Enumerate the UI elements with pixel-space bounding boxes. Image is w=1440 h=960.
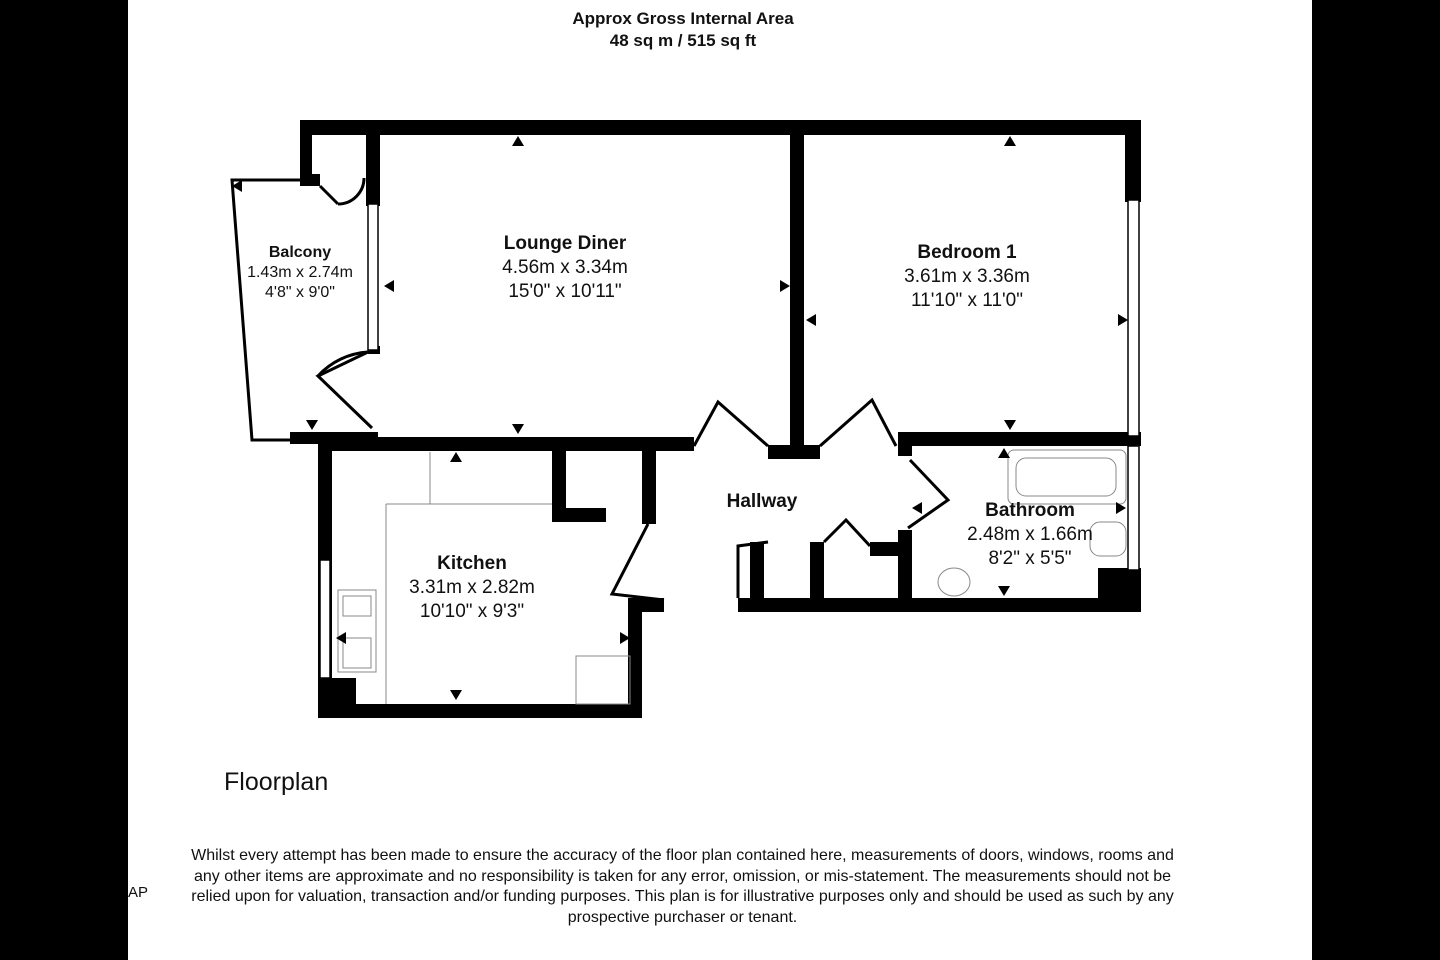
kitchen-bottom-wall bbox=[318, 704, 642, 718]
drainer bbox=[342, 595, 372, 617]
lounge-left-wall-upper bbox=[366, 130, 380, 178]
bathroom-bottom-arrow bbox=[998, 586, 1010, 596]
lounge-balcony-door bbox=[315, 350, 374, 430]
lounge-top-arrow bbox=[512, 136, 524, 146]
bedroom-top-arrow bbox=[1004, 136, 1016, 146]
balcony-door-frame-wall bbox=[300, 120, 312, 182]
kitchen-window bbox=[319, 559, 331, 679]
lounge-left-wall-stub bbox=[366, 178, 380, 206]
disclaimer: Whilst every attempt has been made to en… bbox=[128, 846, 1237, 928]
measurement-arrows bbox=[232, 136, 1128, 700]
cupboard-left-wall bbox=[750, 542, 764, 602]
cupboard-door-2 bbox=[822, 517, 872, 548]
balcony-outline bbox=[230, 178, 300, 442]
bathroom-corner-block bbox=[1098, 568, 1141, 612]
lounge-imperial: 15'0" x 10'11" bbox=[508, 281, 621, 302]
kitchen-door bbox=[609, 523, 665, 602]
washbasin bbox=[937, 567, 971, 597]
kitchen-cupboard-wall bbox=[552, 444, 566, 516]
kitchen-corner-block bbox=[318, 678, 356, 718]
kitchen-cupboard-bottom bbox=[552, 508, 606, 522]
floorplan-page: Approx Gross Internal Area 48 sq m / 515… bbox=[128, 0, 1312, 960]
doors bbox=[315, 177, 951, 602]
bedroom-left-arrow bbox=[806, 314, 816, 326]
floorplan-caption: Floorplan bbox=[224, 768, 329, 796]
top-wall bbox=[300, 120, 1140, 135]
bathroom-window bbox=[1127, 445, 1140, 571]
bathroom-door-stub bbox=[870, 542, 902, 556]
windows bbox=[319, 199, 1140, 679]
kitchen-name: Kitchen bbox=[437, 553, 507, 574]
sink-unit bbox=[337, 589, 377, 673]
bedroom-metric: 3.61m x 3.36m bbox=[904, 266, 1030, 287]
kitchen-metric: 3.31m x 2.82m bbox=[409, 577, 535, 598]
disclaimer-line: Whilst every attempt has been made to en… bbox=[191, 847, 1174, 864]
sink-bowl bbox=[342, 637, 372, 669]
bedroom-imperial: 11'10" x 11'0" bbox=[911, 290, 1023, 311]
bathroom-left-wall-lower bbox=[898, 530, 912, 610]
bedroom-door bbox=[819, 397, 898, 448]
lounge-balcony-door-swing bbox=[316, 350, 369, 378]
disclaimer-line: relied upon for valuation, transaction a… bbox=[191, 888, 1174, 905]
bathroom-fixtures bbox=[937, 449, 1127, 597]
lounge-name: Lounge Diner bbox=[504, 233, 627, 254]
bedroom-right-wall-upper bbox=[1125, 120, 1141, 202]
cupboard-mid-wall bbox=[810, 542, 824, 602]
cooker bbox=[575, 655, 631, 705]
hall-bottom-wall bbox=[738, 598, 1141, 612]
hall-bottom-left-stub bbox=[628, 598, 664, 612]
bedroom-bottom-arrow bbox=[1004, 420, 1016, 430]
kitchen-right-arrow bbox=[620, 632, 630, 644]
balcony-top-arrow bbox=[232, 180, 242, 192]
area-title: Approx Gross Internal Area bbox=[572, 9, 794, 28]
cupboard-door-1 bbox=[736, 540, 769, 598]
balcony-bottom-arrow bbox=[306, 420, 318, 430]
bedroom-name: Bedroom 1 bbox=[917, 242, 1017, 263]
bedroom-window bbox=[1127, 199, 1140, 437]
kitchen-right-wall-lower bbox=[628, 598, 642, 718]
lounge-bottom-arrow bbox=[512, 424, 524, 434]
side-label: AP bbox=[128, 884, 149, 901]
lounge-bottom-wall bbox=[318, 437, 658, 451]
bathroom-metric: 2.48m x 1.66m bbox=[967, 524, 1093, 545]
disclaimer-line: prospective purchaser or tenant. bbox=[567, 908, 798, 926]
area-header: Approx Gross Internal Area 48 sq m / 515… bbox=[128, 8, 1238, 52]
balcony-door bbox=[318, 177, 366, 206]
lounge-right-arrow bbox=[780, 280, 790, 292]
disclaimer-line: any other items are approximate and no r… bbox=[193, 867, 1172, 885]
toilet bbox=[1089, 521, 1127, 557]
lounge-left-arrow bbox=[384, 280, 394, 292]
bathroom-imperial: 8'2" x 5'5" bbox=[988, 548, 1071, 569]
bedroom-right-arrow bbox=[1118, 314, 1128, 326]
bathroom-name: Bathroom bbox=[985, 500, 1075, 521]
lounge-door bbox=[692, 399, 769, 448]
kitchen-bottom-arrow bbox=[450, 690, 462, 700]
bathroom-door bbox=[907, 458, 951, 530]
kitchen-fixtures bbox=[337, 452, 631, 705]
balcony-name: Balcony bbox=[269, 244, 331, 261]
balcony-corner-post bbox=[300, 174, 320, 186]
bathtub-inner bbox=[1015, 457, 1117, 497]
lounge-metric: 4.56m x 3.34m bbox=[502, 257, 628, 278]
bathroom-top-arrow bbox=[998, 448, 1010, 458]
lounge-bedroom-partition bbox=[790, 130, 804, 452]
bathroom-right-arrow bbox=[1116, 502, 1126, 514]
balcony-imperial: 4'8" x 9'0" bbox=[265, 284, 335, 301]
hall-top-center-wall bbox=[768, 445, 820, 459]
balcony-metric: 1.43m x 2.74m bbox=[247, 264, 353, 281]
bathtub bbox=[1007, 449, 1127, 505]
kitchen-imperial: 10'10" x 9'3" bbox=[420, 601, 524, 622]
balcony-window bbox=[367, 203, 379, 351]
bathroom-left-wall-upper bbox=[898, 432, 912, 456]
area-value: 48 sq m / 515 sq ft bbox=[609, 31, 757, 50]
bathroom-left-arrow bbox=[912, 502, 922, 514]
floor-plan-diagram: Balcony 1.43m x 2.74m 4'8" x 9'0" Lounge… bbox=[230, 120, 1141, 718]
kitchen-top-arrow bbox=[450, 452, 462, 462]
kitchen-right-wall-upper bbox=[642, 444, 656, 524]
bathroom-top-wall bbox=[898, 432, 1141, 446]
walls bbox=[290, 120, 1141, 718]
room-labels: Balcony 1.43m x 2.74m 4'8" x 9'0" Lounge… bbox=[247, 233, 1093, 622]
hallway-name: Hallway bbox=[727, 491, 798, 512]
kitchen-left-arrow bbox=[336, 632, 346, 644]
